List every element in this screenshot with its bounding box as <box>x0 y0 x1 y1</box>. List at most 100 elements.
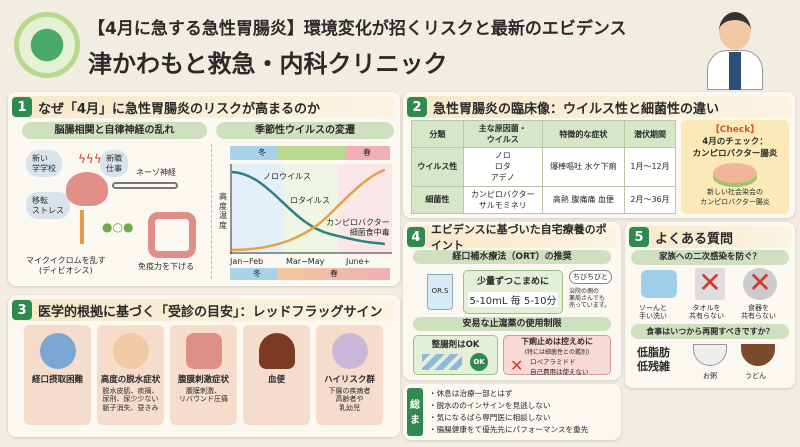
red-flag-desc: 脱水皮肌、痰摘、 尿刑、尿少少ない 脈子消失、昼きみ <box>102 387 159 412</box>
towel-crossed-icon: ✕ <box>695 268 725 300</box>
chain-icon <box>112 182 178 189</box>
ng-text: ロペアラミドド 自己費用は使えない <box>530 358 589 376</box>
speech-bubble: ちびちびと <box>569 270 612 284</box>
probiotic-ok-box: 整腸剤はOK OK <box>413 335 498 375</box>
col-header: 主な原因菌・ ウイルス <box>462 119 543 149</box>
section-title: よくある質問 <box>655 231 734 247</box>
microbiome-label: マイクイクロムを乱す (ディビオシス) <box>26 256 106 275</box>
porridge-icon <box>693 344 727 366</box>
summary-label: 総ま <box>407 388 423 436</box>
x-tick: Jan−Feb <box>230 257 264 266</box>
vagus-nerve-label: ネーゾ神経 <box>136 168 176 177</box>
ort-heading: 経口補水療法（ORT）の推奨 <box>413 250 611 264</box>
cell-symptoms: 高熱 腹痛痛 血便 <box>541 185 626 215</box>
section-title: エビデンスに基づいた自宅療養のポイント <box>430 223 607 252</box>
dehydrated-person-icon <box>112 333 149 369</box>
food-label: お粥 <box>703 372 717 380</box>
col-header: 分類 <box>411 119 464 149</box>
faq-question: 食事はいつから再開すべきですか？ <box>631 324 789 339</box>
virus-trend-chart <box>230 164 392 254</box>
summary-text: 休息は治療一部とはず <box>436 389 513 398</box>
cell-cause: ノロ ロタ アデノ <box>462 147 543 187</box>
col-header: 特徴的な症状 <box>541 119 626 149</box>
section-title: 急性胃腸炎の臨床像：ウイルス性と細菌性の違い <box>433 101 720 117</box>
abdomen-icon <box>185 333 222 369</box>
section-number: 5 <box>629 227 649 247</box>
ort-frequency: 少量ずつこまめに <box>476 277 549 287</box>
doctor-avatar <box>705 12 765 90</box>
dishes-crossed-icon: ✕ <box>743 268 777 300</box>
symptom: 爆棒嘔吐 <box>550 162 583 172</box>
handwash-icon <box>641 270 677 298</box>
red-flag-card: 血便 <box>243 325 310 425</box>
intestine-icon <box>148 212 196 258</box>
summary-text: 脱水ののインサインを見逃しない <box>436 401 551 410</box>
x-tick: Mar−May <box>286 257 325 266</box>
antidiarrheal-ng-box: 下痢止めは控えめに (特には細菌性との鑑別) ✕ ロペアラミドド 自己費用は使え… <box>503 335 611 376</box>
season-winter: 冬 <box>253 269 261 278</box>
lightning-icon: ϟϟϟ <box>78 152 102 166</box>
faq-answer: タオルを 共有らない <box>689 304 724 321</box>
page-title: 【4月に急する急性胃腸炎】環境変化が招くリスクと最新のエビデンス <box>88 19 627 39</box>
clinic-name: 津かわもと救急・内科クリニック <box>88 50 448 78</box>
bacteria-icon: ●○● <box>102 220 134 234</box>
chicken-icon <box>713 163 757 183</box>
udon-icon <box>741 344 775 366</box>
season-spring: 春 <box>363 148 371 157</box>
season-bar-top <box>230 146 390 160</box>
red-flag-label: 血便 <box>267 375 285 385</box>
ort-dose-box: 少量ずつこまめに 5-10mL 毎 5-10分 <box>463 270 563 314</box>
summary-item: ・気になるばら専門医に相談しない <box>429 413 551 422</box>
y-axis-label: 高度温度 <box>219 192 227 230</box>
virus-heading: 季節性ウイルスの変遷 <box>216 122 394 139</box>
pill-capsules-icon <box>422 354 462 370</box>
stress-bubble: 移転 ストレス <box>26 192 70 220</box>
norovirus-line <box>231 170 386 246</box>
cell-period: 2月〜36月 <box>624 185 676 215</box>
red-flag-label: 腹膜刺激症状 <box>177 375 229 385</box>
red-flag-desc: 腹膜刺激、 リバウンド圧痛 <box>179 387 228 404</box>
arrow-down-icon <box>80 210 84 244</box>
ort-dose: 5-10mL 毎 5-10分 <box>468 292 558 307</box>
diet-label: 低脂肪 低残雑 <box>637 346 670 374</box>
pharmacy-note: 治院の側の 薬局さんでも 売っています。 <box>569 288 611 310</box>
cell-symptoms: 爆棒嘔吐 水ケ下痢 <box>541 147 626 187</box>
season-winter: 冬 <box>258 148 266 157</box>
check-tag: 【Check】 <box>710 125 760 135</box>
faq-answer: 食器を 共有らない <box>741 304 776 321</box>
bloody-stool-icon <box>258 333 295 369</box>
glass-icon: OR.S <box>427 274 453 310</box>
summary-box: 総ま ・休息は治療一部とはず ・脱水ののインサインを見逃しない ・気になるばら専… <box>403 384 621 440</box>
cell-cause: カンピロバクター サルモミネリ <box>462 185 543 215</box>
family-icon <box>331 333 368 369</box>
ng-subtitle: (特には細菌性との鑑別) <box>524 349 590 356</box>
summary-text: 気になるばら専門医に相談しない <box>436 413 551 422</box>
symptom: 血便 <box>597 195 614 205</box>
col-header: 潜伏期間 <box>624 119 676 149</box>
row-type: 細菌性 <box>411 185 464 215</box>
summary-item: ・脱水ののインサインを見逃しない <box>429 401 551 410</box>
glass-label: OR.S <box>431 287 449 295</box>
clinical-table: 分類主な原因菌・ ウイルス特徴的な症状潜伏期間 ウイルス性ノロ ロタ アデノ爆棒… <box>411 119 676 215</box>
summary-item: ・休息は治療一部とはず <box>429 389 513 398</box>
divider <box>211 144 212 279</box>
immune-label: 免疫力を下げる <box>138 262 194 271</box>
check-note: 新しい社会染会の カンピロバクター腸炎 <box>700 188 770 206</box>
red-flag-card: 経口摂取困難 <box>24 325 91 425</box>
ng-title: 下痢止めは控えめに <box>521 337 593 346</box>
symptom: 腹痛痛 <box>571 195 596 205</box>
red-flag-card: 高度の脱水症状脱水皮肌、痰摘、 尿刑、尿少少ない 脈子消失、昼きみ <box>97 325 164 425</box>
section-number: 1 <box>12 97 32 117</box>
antidiarrheal-heading: 安易な止瀉薬の使用制限 <box>413 317 611 331</box>
row-type: ウイルス性 <box>411 147 464 187</box>
cell-period: 1月〜12月 <box>624 147 676 187</box>
cross-icon: ✕ <box>510 356 524 375</box>
stress-bubble: 新職 仕事 <box>100 150 128 178</box>
check-box: 【Check】 4月のチェック： カンピロバクター腸炎 新しい社会染会の カンピ… <box>681 120 789 214</box>
